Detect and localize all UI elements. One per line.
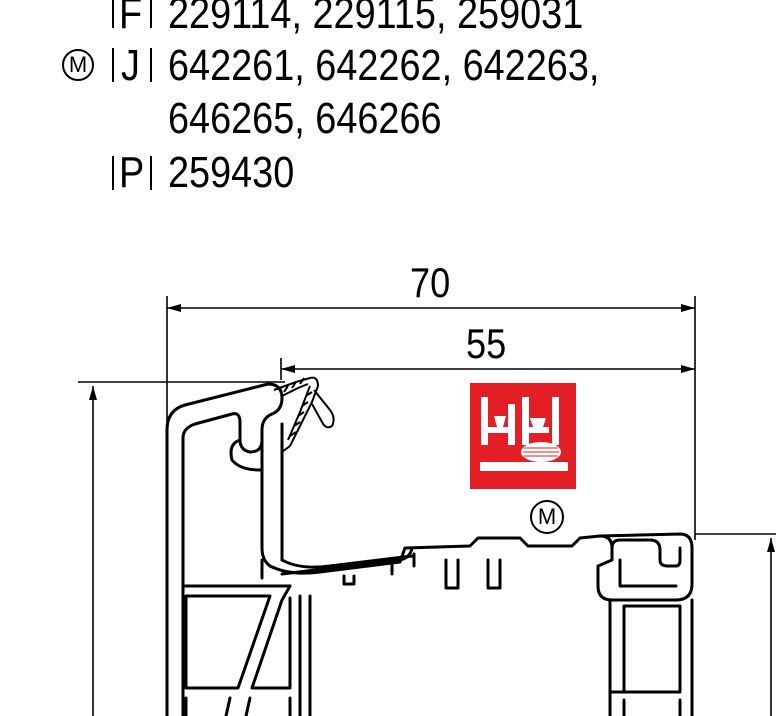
letter-bar-right bbox=[150, 48, 152, 82]
code-numbers-p: 259430 bbox=[168, 148, 295, 197]
code-letter-j: J bbox=[121, 41, 140, 90]
letter-bar-left bbox=[112, 156, 114, 190]
left-height-dimension bbox=[78, 381, 285, 716]
dimension-line-70 bbox=[166, 296, 696, 540]
letter-bar-left bbox=[112, 0, 114, 28]
code-letter-p: P bbox=[119, 148, 145, 197]
gasket-seal bbox=[273, 376, 335, 453]
code-numbers-j-line2: 646265, 646266 bbox=[168, 94, 442, 143]
code-letter-f: F bbox=[119, 0, 143, 38]
right-height-dimension bbox=[695, 533, 776, 716]
dimension-label-55: 55 bbox=[466, 320, 507, 367]
marker-m-symbol: M bbox=[530, 500, 564, 534]
shelving-symbol-icon bbox=[470, 383, 576, 489]
marker-m-circle: M bbox=[62, 49, 94, 81]
letter-bar-right bbox=[150, 0, 152, 28]
letter-bar-left bbox=[112, 48, 114, 82]
window-profile-outline bbox=[165, 382, 694, 716]
dimension-line-55 bbox=[280, 358, 695, 380]
letter-bar-right bbox=[150, 156, 152, 190]
code-numbers-f: 229114, 229115, 259031 bbox=[168, 0, 584, 38]
dimension-label-70: 70 bbox=[410, 259, 451, 306]
code-numbers-j-line1: 642261, 642262, 642263, bbox=[168, 41, 600, 90]
